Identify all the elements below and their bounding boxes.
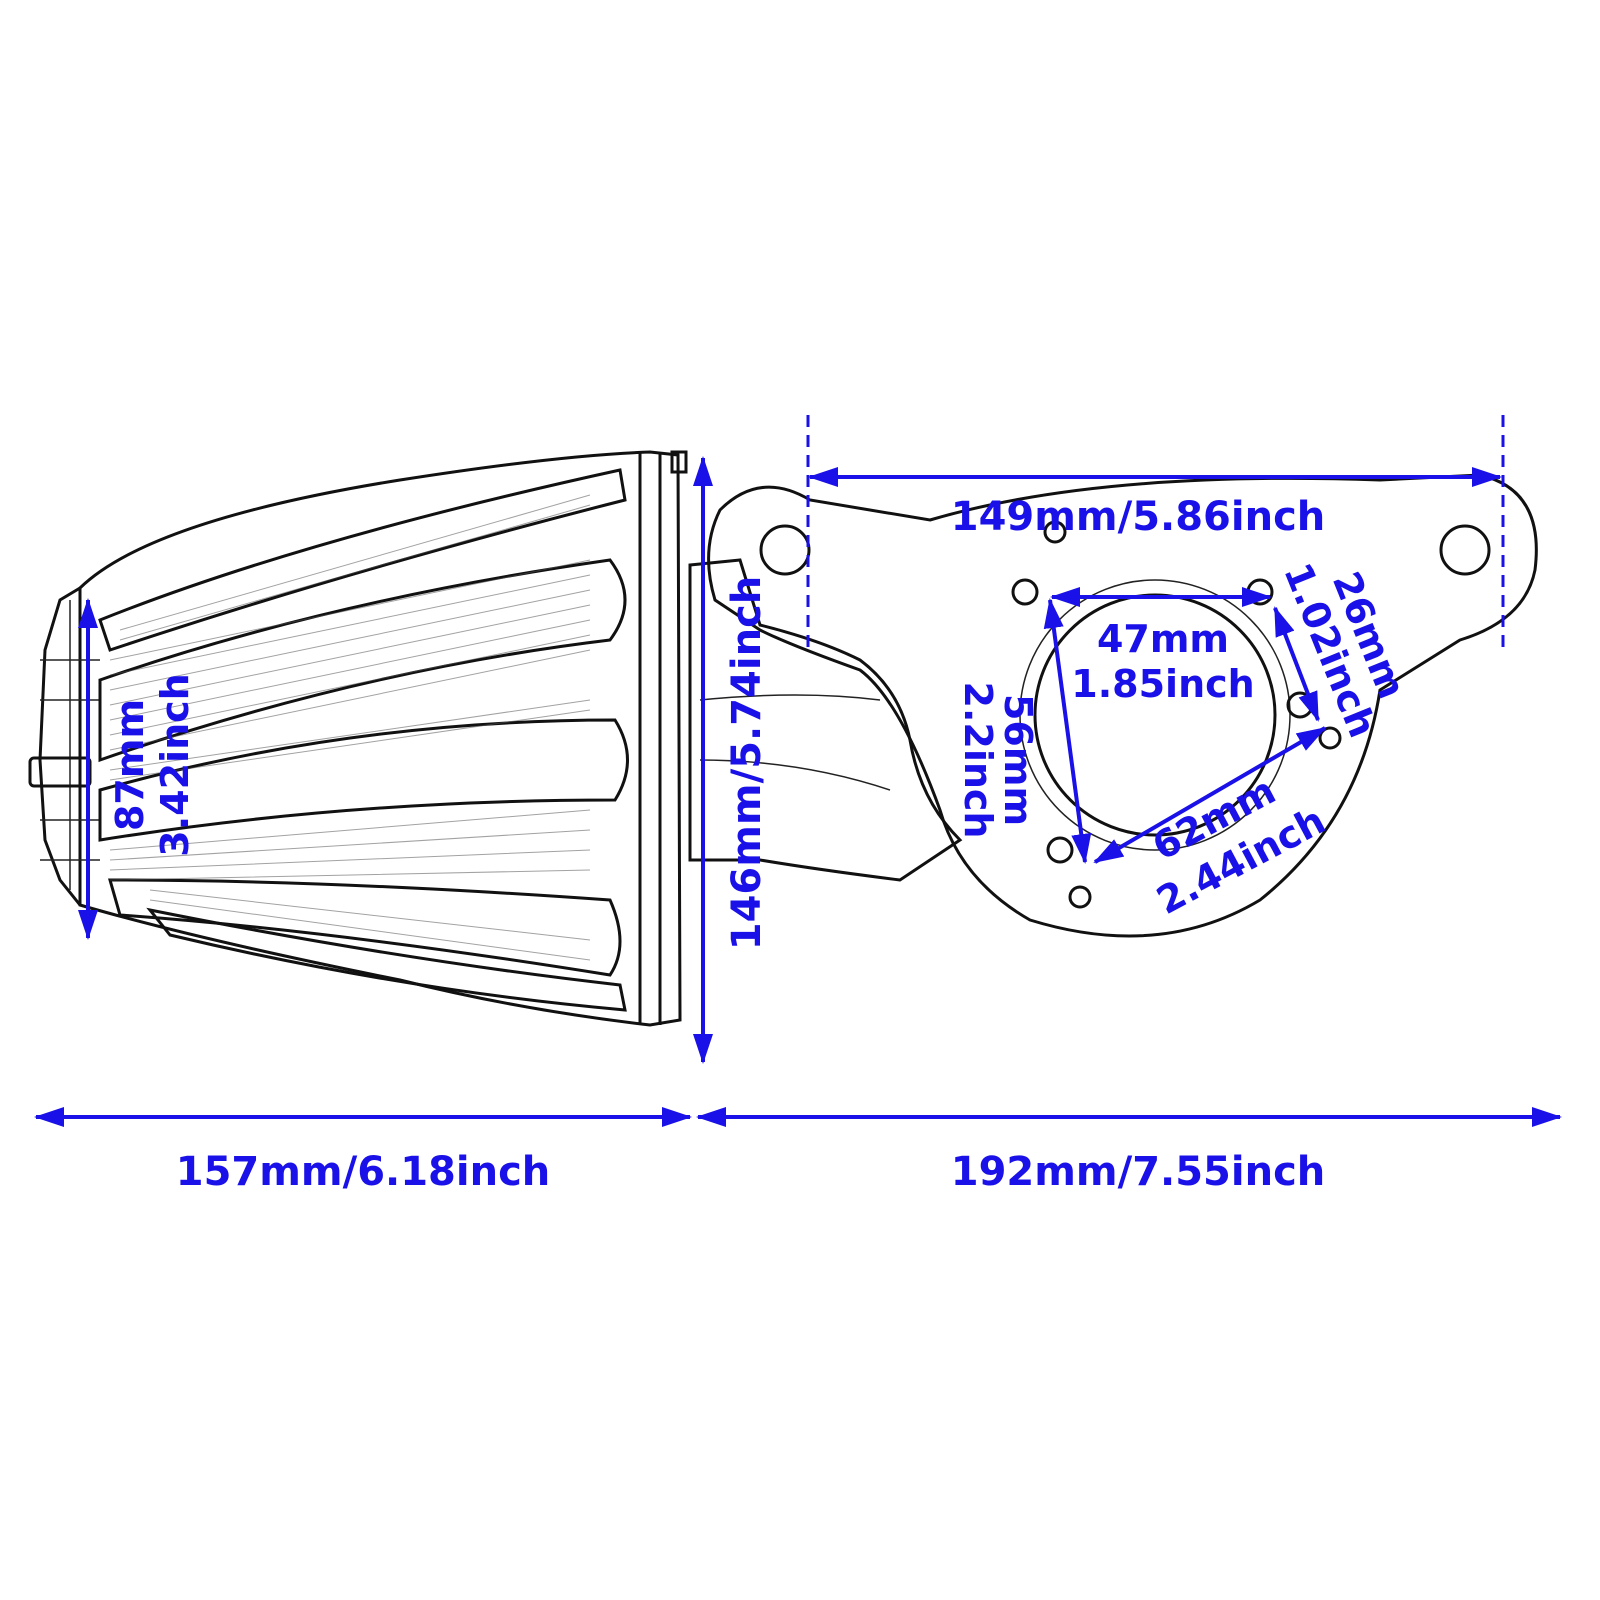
- label-56-mm: 56mm: [996, 694, 1040, 826]
- dimension-lines: [34, 415, 1562, 1127]
- dim-line-56: [1043, 598, 1092, 864]
- dimension-labels: 157mm/6.18inch 192mm/7.55inch 149mm/5.86…: [108, 494, 1414, 1195]
- label-87-mm: 87mm: [108, 699, 152, 831]
- label-56-in: 2.2inch: [956, 682, 1000, 839]
- label-146: 146mm/5.74inch: [724, 576, 770, 951]
- dim-line-26: [1273, 606, 1320, 722]
- label-157: 157mm/6.18inch: [176, 1149, 551, 1195]
- label-47-in: 1.85inch: [1071, 662, 1254, 706]
- dim-line-62: [1093, 726, 1327, 864]
- label-149: 149mm/5.86inch: [951, 494, 1326, 540]
- label-87-in: 3.42inch: [153, 673, 197, 856]
- label-47-mm: 47mm: [1097, 617, 1229, 661]
- air-filter-drawing: [28, 450, 688, 1027]
- label-192: 192mm/7.55inch: [951, 1149, 1326, 1195]
